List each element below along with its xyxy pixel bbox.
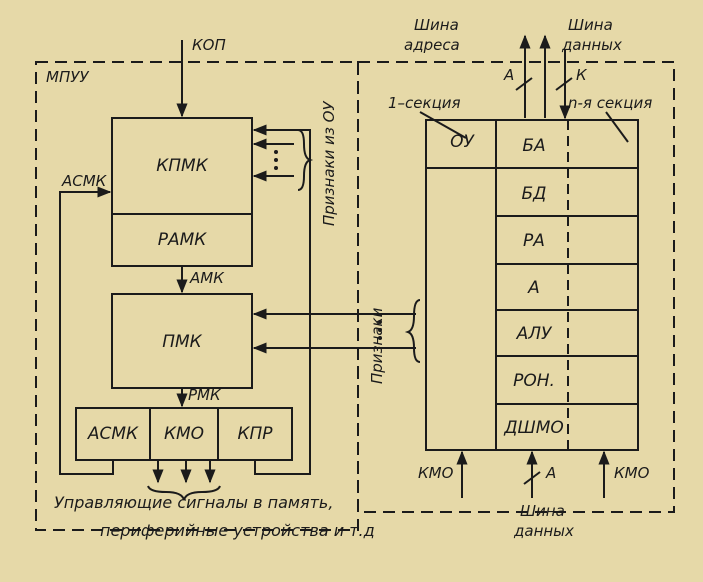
op-row-a: А [527,278,540,298]
pmk-label: ПМК [162,332,202,352]
bus-k-label: К [576,66,588,84]
bottom-kmo-right-label: КМО [614,464,650,482]
priznaki-ou-label: Признаки из ОУ [320,101,338,226]
data-bus-line1: Шина [568,16,613,34]
op-row-ba: БА [522,136,545,156]
op-row-alu: АЛУ [516,324,553,344]
amk-label: АМК [189,269,225,287]
feature-brace-mid [404,299,421,363]
bus-a-label: А [503,66,514,84]
address-bus-line1: Шина [414,16,459,34]
bottom-bus-line1: Шина [520,502,565,520]
op-row-ra: РА [523,231,545,251]
control-signals-line1: Управляющие сигналы в память, [54,493,333,512]
mpuu-label: МПУУ [46,68,89,86]
rmk-label: РМК [188,386,222,404]
ramk-label: РАМК [158,230,208,250]
kpmk-label: КПМК [156,156,209,176]
op-row-dshmo: ДШМО [503,418,564,438]
op-unit-block [425,119,639,451]
bottom-bus-line2: данных [513,522,574,540]
asmk-side-label: АСМК [61,172,108,190]
ou-label: ОУ [450,132,475,152]
kop-label: КОП [192,36,226,54]
feature-brace-top [297,129,314,191]
priznaki-label: Признаки [368,307,386,384]
ou-boundary [357,61,675,513]
section1-label: 1–секция [388,94,461,112]
sectionN-label: n-я секция [568,94,652,112]
sectionN-callout-line [605,111,629,143]
section1-callout-line [419,111,467,139]
control-brace [147,485,221,501]
address-bus-line2: адреса [404,36,460,54]
bottom-kmo-left-label: КМО [418,464,454,482]
control-signals-line2: периферийные устройства и т.д [100,521,375,540]
asmk-feedback-line [59,186,114,475]
asmk-label: АСМК [87,424,139,444]
kmo-label: КМО [164,424,204,444]
data-bus-line2: данных [561,36,622,54]
bottom-a-label: А [545,464,556,482]
op-row-bd: БД [522,184,547,204]
kpr-label: КПР [237,424,273,444]
kpr-feedback-line [252,124,311,475]
op-row-ron: РОН. [513,371,555,391]
